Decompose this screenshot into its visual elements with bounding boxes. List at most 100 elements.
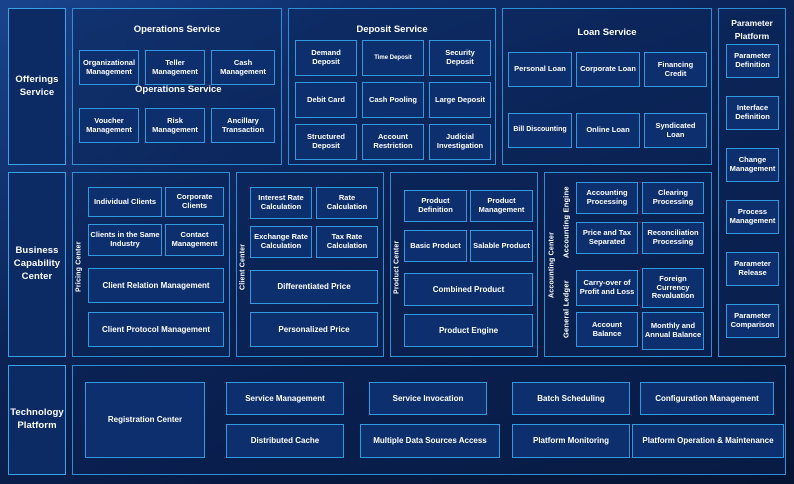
box-corporate-loan[interactable]: Corporate Loan (576, 52, 640, 87)
group-general-ledger-sublabel: General Ledger (561, 280, 571, 338)
box-batch-scheduling[interactable]: Batch Scheduling (512, 382, 630, 415)
sidebar-item-parameter-definition[interactable]: Parameter Definition (726, 44, 779, 78)
box-product-engine-label: Product Engine (438, 325, 499, 335)
box-individual-clients[interactable]: Individual Clients (88, 187, 162, 217)
box-registration-center[interactable]: Registration Center (85, 382, 205, 458)
box-client-protocol-management[interactable]: Client Protocol Management (88, 312, 224, 347)
box-interest-rate-calculation-label: Interest Rate Calculation (258, 193, 304, 211)
box-cash-pooling-label: Cash Pooling (369, 94, 417, 104)
box-debit-card[interactable]: Debit Card (295, 82, 357, 118)
box-differentiated-price[interactable]: Differentiated Price (250, 270, 378, 304)
box-platform-monitoring[interactable]: Platform Monitoring (512, 424, 630, 458)
box-clearing-processing[interactable]: Clearing Processing (642, 182, 704, 214)
box-personalized-price[interactable]: Personalized Price (250, 312, 378, 347)
box-differentiated-price-label: Differentiated Price (277, 282, 351, 292)
box-salable-product-label: Salable Product (473, 240, 530, 250)
box-product-definition[interactable]: Product Definition (404, 190, 467, 222)
box-account-balance[interactable]: Account Balance (576, 312, 638, 347)
box-rate-calculation[interactable]: Rate Calculation (316, 187, 378, 219)
box-configuration-management[interactable]: Configuration Management (640, 382, 774, 415)
box-product-engine[interactable]: Product Engine (404, 314, 533, 347)
box-cash-pooling[interactable]: Cash Pooling (362, 82, 424, 118)
group-accounting-center-label: Accounting Center (548, 232, 556, 299)
box-corporate-clients-label: Corporate Clients (176, 192, 213, 210)
sidebar-item-parameter-comparison[interactable]: Parameter Comparison (726, 304, 779, 338)
box-configuration-management-label: Configuration Management (655, 393, 759, 403)
box-tax-rate-calculation[interactable]: Tax Rate Calculation (316, 226, 378, 258)
stray-caption-operations-service: Operations Service (135, 84, 222, 95)
box-carry-over-of-profit-and-loss[interactable]: Carry-over of Profit and Loss (576, 270, 638, 306)
sidebar-item-interface-definition[interactable]: Interface Definition (726, 96, 779, 130)
box-platform-monitoring-label: Platform Monitoring (533, 436, 609, 446)
sidebar-item-parameter-comparison-label: Parameter Comparison (730, 311, 775, 329)
box-organizational-management[interactable]: Organizational Management (79, 50, 139, 85)
box-personal-loan-label: Personal Loan (514, 64, 566, 74)
box-exchange-rate-calculation[interactable]: Exchange Rate Calculation (250, 226, 312, 258)
box-teller-management-label: Teller Management (152, 57, 198, 76)
box-personal-loan[interactable]: Personal Loan (508, 52, 572, 87)
box-structured-deposit[interactable]: Structured Deposit (295, 124, 357, 160)
box-monthly-and-annual-balance-label: Monthly and Annual Balance (644, 321, 702, 339)
box-client-relation-management-label: Client Relation Management (102, 280, 210, 290)
box-risk-management[interactable]: Risk Management (145, 108, 205, 143)
box-multiple-data-sources-access[interactable]: Multiple Data Sources Access (360, 424, 500, 458)
box-accounting-processing-label: Accounting Processing (586, 188, 628, 206)
box-individual-clients-label: Individual Clients (93, 196, 157, 206)
sidebar-item-process-management-label: Process Management (729, 207, 776, 225)
box-price-and-tax-separated[interactable]: Price and Tax Separated (576, 222, 638, 254)
box-cash-management[interactable]: Cash Management (211, 50, 275, 85)
sidebar-item-change-management[interactable]: Change Management (726, 148, 779, 182)
box-large-deposit[interactable]: Large Deposit (429, 82, 491, 118)
box-distributed-cache[interactable]: Distributed Cache (226, 424, 344, 458)
box-clients-in-the-same-industry[interactable]: Clients in the Same Industry (88, 224, 162, 256)
box-platform-operation-and-maintenance[interactable]: Platform Operation & Maintenance (632, 424, 784, 458)
box-bill-discounting[interactable]: Bill Discounting (508, 113, 572, 148)
box-carry-over-of-profit-and-loss-label: Carry-over of Profit and Loss (579, 278, 635, 296)
group-product-center-label: Product Center (393, 240, 401, 294)
box-time-deposit[interactable]: Time Deposit (362, 40, 424, 76)
box-account-restriction[interactable]: Account Restriction (362, 124, 424, 160)
box-online-loan[interactable]: Online Loan (576, 113, 640, 148)
box-basic-product[interactable]: Basic Product (404, 230, 467, 262)
box-teller-management[interactable]: Teller Management (145, 50, 205, 85)
box-client-protocol-management-label: Client Protocol Management (101, 324, 210, 334)
box-reconciliation-processing[interactable]: Reconciliation Processing (642, 222, 704, 254)
box-interest-rate-calculation[interactable]: Interest Rate Calculation (250, 187, 312, 219)
box-salable-product[interactable]: Salable Product (470, 230, 533, 262)
box-corporate-loan-label: Corporate Loan (580, 64, 636, 74)
sidebar-item-parameter-release[interactable]: Parameter Release (726, 252, 779, 286)
box-price-and-tax-separated-label: Price and Tax Separated (582, 228, 632, 246)
box-cash-management-label: Cash Management (220, 57, 266, 76)
box-basic-product-label: Basic Product (410, 240, 461, 250)
box-large-deposit-label: Large Deposit (434, 94, 485, 104)
box-contact-management-label: Contact Management (171, 230, 218, 248)
box-combined-product[interactable]: Combined Product (404, 273, 533, 306)
band-label-offerings-service-text: Offerings Service (15, 73, 59, 98)
box-personalized-price-label: Personalized Price (278, 324, 350, 334)
box-contact-management[interactable]: Contact Management (165, 224, 224, 256)
box-service-invocation[interactable]: Service Invocation (369, 382, 487, 415)
box-product-management[interactable]: Product Management (470, 190, 533, 222)
sidebar-item-change-management-label: Change Management (729, 155, 776, 173)
box-voucher-management[interactable]: Voucher Management (79, 108, 139, 143)
band-label-business-capability-center-text: Business Capability Center (13, 245, 61, 282)
box-corporate-clients[interactable]: Corporate Clients (165, 187, 224, 217)
box-monthly-and-annual-balance[interactable]: Monthly and Annual Balance (642, 312, 704, 350)
box-service-invocation-label: Service Invocation (392, 393, 464, 403)
box-platform-operation-and-maintenance-label: Platform Operation & Maintenance (642, 436, 774, 446)
box-service-management[interactable]: Service Management (226, 382, 344, 415)
box-reconciliation-processing-label: Reconciliation Processing (647, 228, 699, 246)
box-accounting-processing[interactable]: Accounting Processing (576, 182, 638, 214)
box-tax-rate-calculation-label: Tax Rate Calculation (326, 232, 368, 250)
box-client-relation-management[interactable]: Client Relation Management (88, 268, 224, 303)
box-foreign-currency-revaluation[interactable]: Foreign Currency Revaluation (642, 268, 704, 308)
box-security-deposit[interactable]: Security Deposit (429, 40, 491, 76)
box-ancillary-transaction[interactable]: Ancillary Transaction (211, 108, 275, 143)
group-operations-service-title: Operations Service (133, 24, 221, 35)
box-financing-credit[interactable]: Financing Credit (644, 52, 707, 87)
box-judicial-investigation-label: Judicial Investigation (436, 132, 484, 150)
sidebar-item-process-management[interactable]: Process Management (726, 200, 779, 234)
box-judicial-investigation[interactable]: Judicial Investigation (429, 124, 491, 160)
box-demand-deposit[interactable]: Demand Deposit (295, 40, 357, 76)
box-syndicated-loan[interactable]: Syndicated Loan (644, 113, 707, 148)
